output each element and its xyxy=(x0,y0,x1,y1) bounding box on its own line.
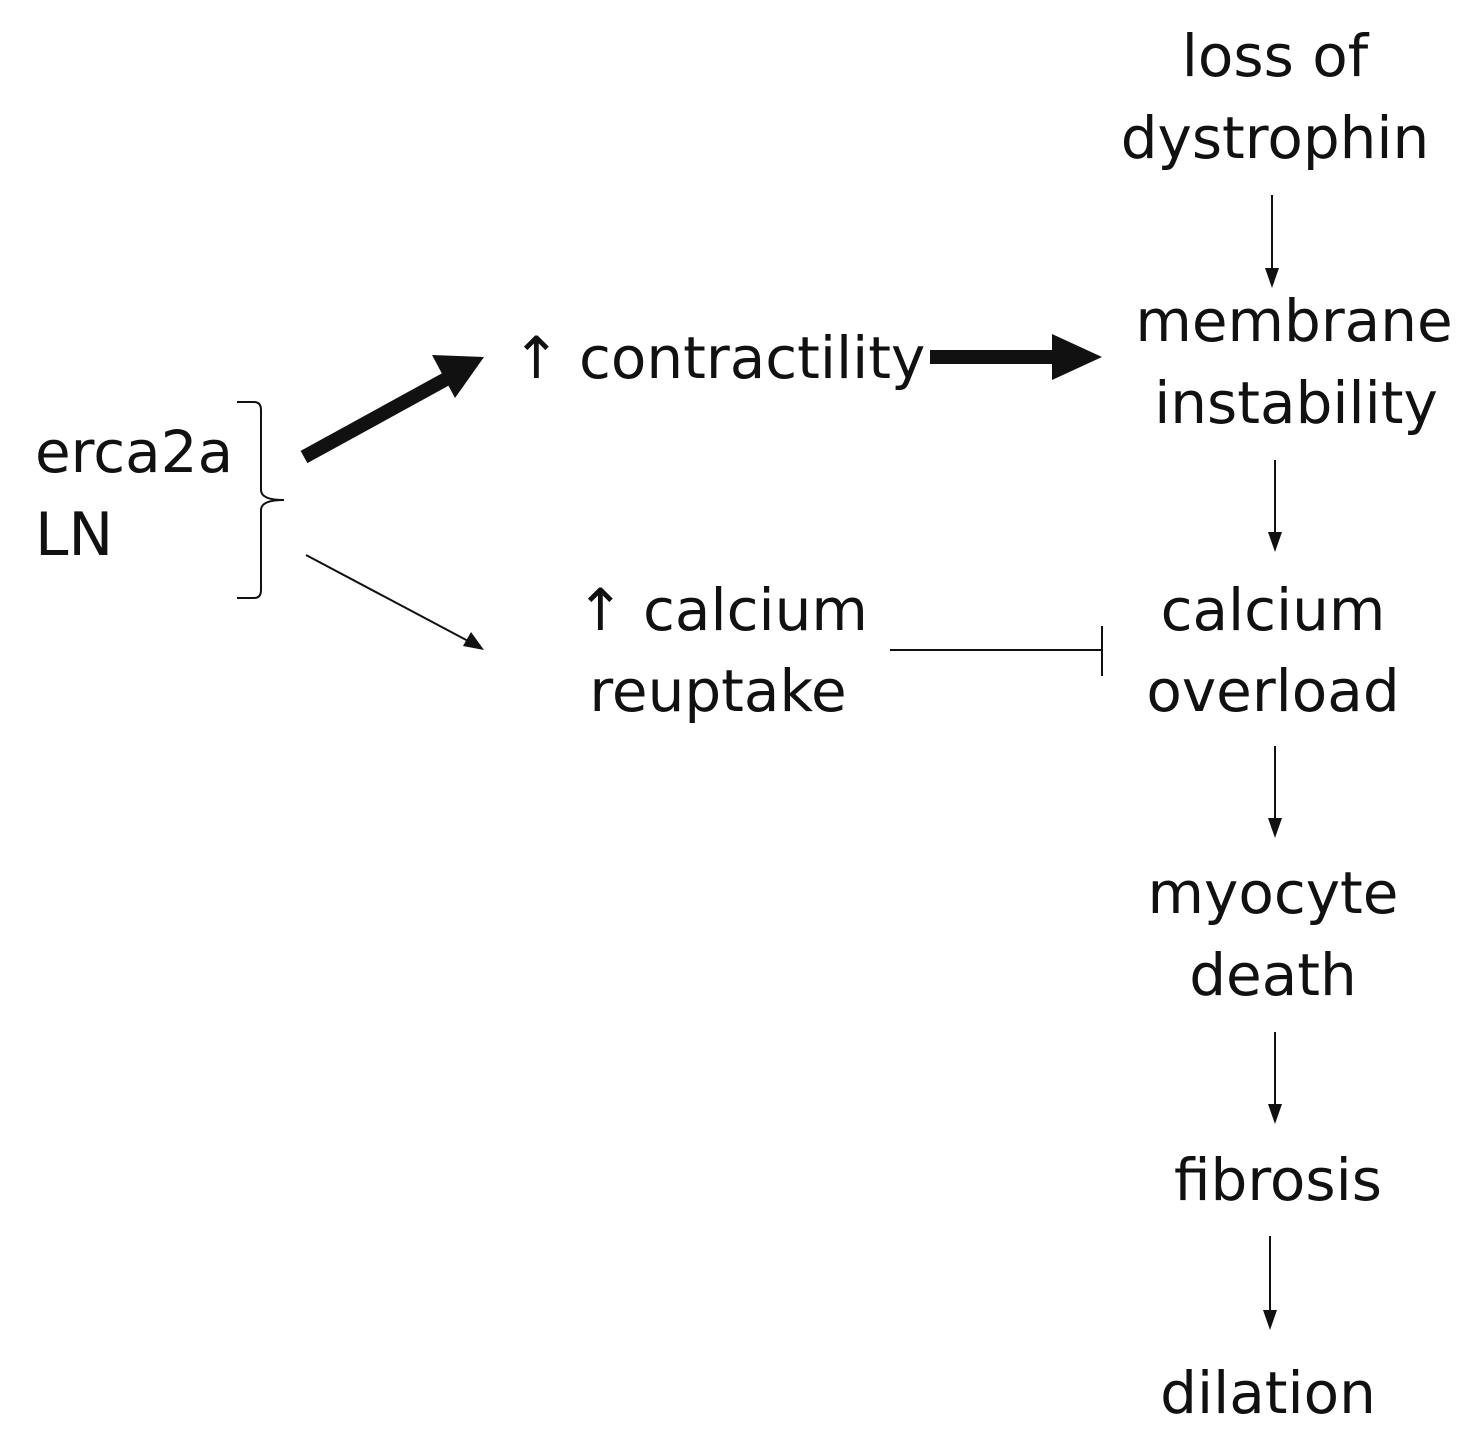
arrowhead-contractility-to-membrane xyxy=(1052,334,1102,380)
label-loss-of-dystrophin-line2: dystrophin xyxy=(1121,104,1430,172)
arrowhead-overload-to-death xyxy=(1268,818,1282,838)
arrowhead-loss-to-membrane xyxy=(1265,268,1279,288)
arrowhead-death-to-fibrosis xyxy=(1268,1104,1282,1124)
arrow-to-calcium-reuptake xyxy=(305,554,471,643)
grouping-bracket xyxy=(237,401,285,599)
arrowhead-to-calcium-reuptake xyxy=(463,632,484,650)
label-loss-of-dystrophin-line1: loss of xyxy=(1182,22,1370,90)
label-calcium-reuptake-line2: reuptake xyxy=(589,657,846,725)
arrowhead-fibrosis-to-dilation xyxy=(1263,1310,1277,1330)
arrow-to-contractility xyxy=(300,371,452,464)
label-myocyte-death-line2: death xyxy=(1189,941,1357,1009)
arrowhead-to-contractility xyxy=(432,355,484,398)
label-ln: LN xyxy=(35,500,113,570)
label-calcium-overload-line2: overload xyxy=(1146,657,1399,725)
label-contractility: ↑ contractility xyxy=(512,324,925,392)
label-calcium-reuptake-line1: ↑ calcium xyxy=(576,576,868,644)
label-membrane-instability-line1: membrane xyxy=(1135,287,1452,355)
arrowhead-membrane-to-overload xyxy=(1268,532,1282,552)
label-membrane-instability-line2: instability xyxy=(1154,369,1438,437)
label-erca2a: erca2a xyxy=(35,418,233,486)
label-dilation: dilation xyxy=(1160,1359,1376,1427)
label-myocyte-death-line1: myocyte xyxy=(1148,859,1399,927)
label-calcium-overload-line1: calcium xyxy=(1161,576,1386,644)
label-fibrosis: fibrosis xyxy=(1174,1146,1382,1214)
